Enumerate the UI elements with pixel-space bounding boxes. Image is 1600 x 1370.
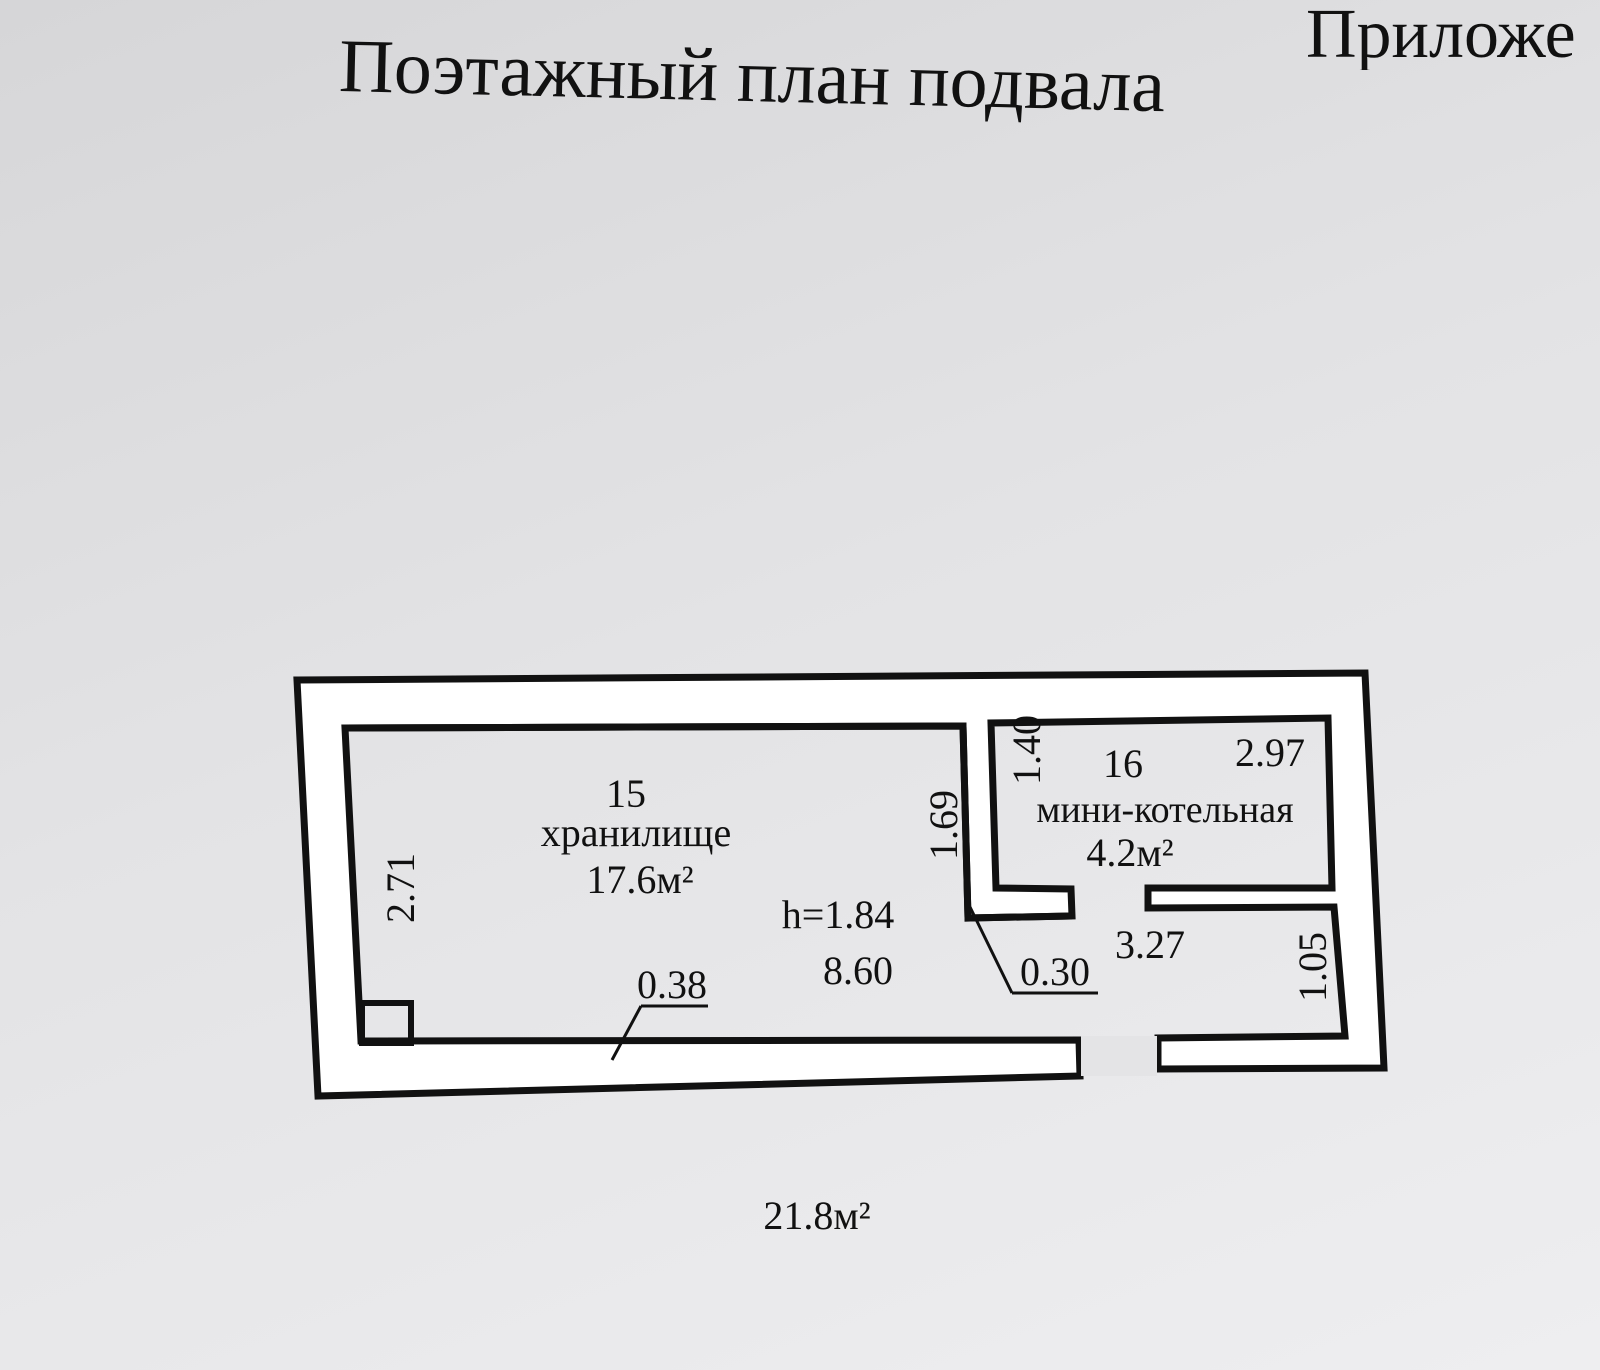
- boiler-room-name: мини-котельная: [1036, 789, 1293, 831]
- corridor-length: 3.27: [1115, 922, 1185, 967]
- storage-width: 2.71: [378, 853, 423, 923]
- storage-room-outline: [344, 722, 1073, 922]
- storage-room-name: хранилище: [541, 810, 732, 855]
- appendix-label: Приложе: [1306, 0, 1576, 70]
- boiler-room-area: 4.2м²: [1086, 830, 1173, 875]
- storage-niche: 1.69: [921, 790, 966, 860]
- boiler-width: 1.40: [1004, 715, 1049, 785]
- ceiling-height: h=1.84: [782, 892, 895, 937]
- boiler-room-number: 16: [1103, 741, 1143, 786]
- wall-thickness: 0.38: [637, 962, 707, 1007]
- storage-length: 8.60: [823, 948, 893, 993]
- corridor-depth: 1.05: [1290, 932, 1335, 1002]
- storage-room-area: 17.6м²: [586, 857, 693, 902]
- entrance-gap: [1081, 1036, 1157, 1076]
- wall-thickness-leader: [610, 1005, 643, 1061]
- corridor-width: 0.30: [1020, 949, 1090, 994]
- corridor-width-leader: [968, 906, 1014, 994]
- outer-wall: [293, 669, 1388, 1100]
- total-area: 21.8м²: [763, 1193, 870, 1238]
- storage-room-number: 15: [606, 771, 646, 816]
- boiler-length: 2.97: [1235, 730, 1305, 775]
- column-square: [359, 1000, 414, 1046]
